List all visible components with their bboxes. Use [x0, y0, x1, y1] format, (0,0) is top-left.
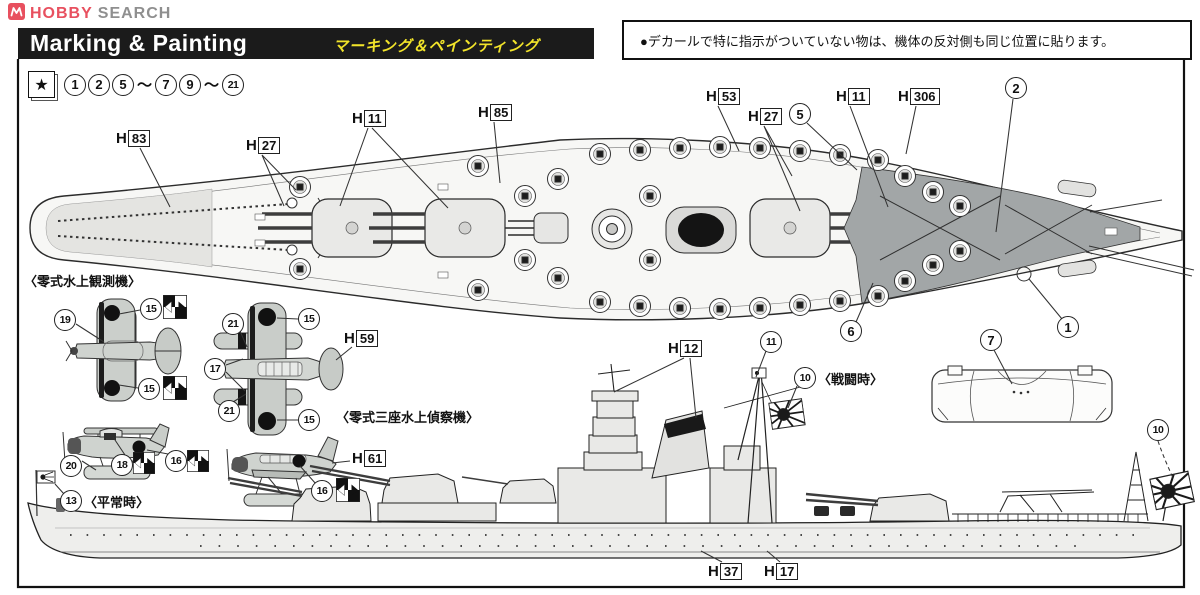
title-bar: Marking & Painting マーキング＆ペインティング [18, 28, 594, 59]
aircraft-drawings [62, 298, 344, 507]
leader-lines [54, 98, 1175, 563]
page-frame [16, 57, 1186, 589]
decal-swatch-icon [163, 376, 187, 400]
legend-circled-number: 21 [222, 73, 245, 96]
decal-note-text: ●デカールで特に指示がついていない物は、機体の反対側も同じ位置に貼ります。 [640, 33, 1115, 49]
legend-circled-number: 1 [64, 73, 86, 96]
hobbysearch-watermark: HOBBY SEARCH [8, 3, 171, 25]
observation-plane-top-view [65, 298, 182, 402]
boat-part-drawing [931, 365, 1113, 423]
legend-circled-number: 9 [179, 73, 202, 96]
recon-plane-top-view [213, 302, 344, 436]
decal-swatch-icon [187, 450, 209, 472]
star-icon: ★ [28, 71, 55, 98]
legend-circled-number: 5 [112, 73, 134, 96]
decal-note-box: ●デカールで特に指示がついていない物は、機体の反対側も同じ位置に貼ります。 [622, 20, 1192, 60]
ship-top-view-drawing [29, 136, 1195, 321]
page-title: Marking & Painting [30, 30, 248, 56]
ship-side-view-drawing [27, 363, 1200, 559]
hobbysearch-logo-icon [8, 3, 25, 25]
recon-plane-label: 〈零式三座水上偵察機〉 [336, 410, 480, 425]
page-title-japanese: マーキング＆ペインティング [333, 38, 540, 55]
jack-flag-icon [36, 470, 56, 484]
brand-hobby: HOBBY [30, 5, 93, 22]
observation-plane-label: 〈零式水上観測機〉 [24, 274, 142, 289]
legend-tilde: ～ [137, 77, 153, 94]
legend-tilde: ～ [204, 77, 220, 94]
decal-swatch-icon [133, 452, 155, 474]
decal-swatch-icon [336, 478, 360, 502]
decal-swatch-icon [163, 295, 187, 319]
brand-search: SEARCH [97, 5, 172, 22]
legend-circled-number: 7 [155, 73, 178, 96]
stern-ensign-flag-icon [1133, 460, 1200, 523]
legend-circled-number: 2 [88, 73, 110, 96]
